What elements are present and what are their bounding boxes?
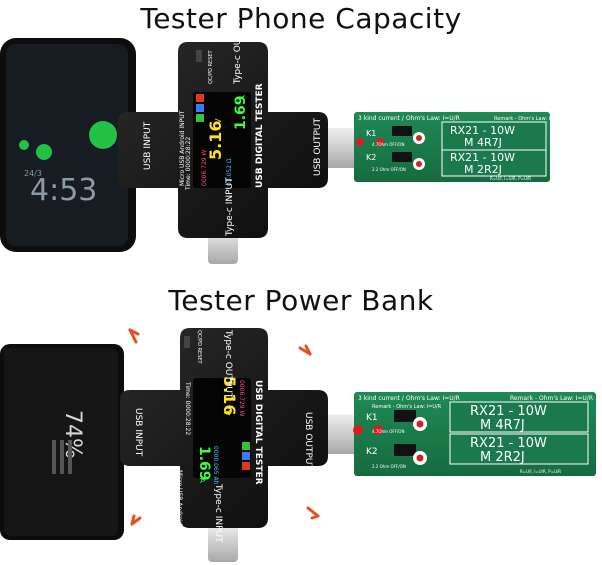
phone-green-dot-large (89, 121, 117, 149)
title-power-bank: Tester Power Bank (168, 284, 434, 317)
title-phone-capacity: Tester Phone Capacity (140, 2, 462, 35)
k1-top: K1 (366, 129, 376, 138)
tester-current: 1.69 (233, 95, 249, 130)
pcb-footer-bottom: R=U/I, I=U/R, P=U/R (520, 469, 561, 474)
phone-green-dot-small (19, 140, 29, 150)
phone-clock: 4:53 (30, 173, 97, 208)
usb-tester-top: 5.16 V 1.69 A 0006.729 W 03.052 Ω USB DI… (118, 15, 356, 264)
phone-green-dot-medium (36, 144, 52, 160)
k2-bottom: K2 (366, 447, 378, 457)
tester-small1-bottom: 0006.729 W (238, 380, 245, 417)
svg-text:A: A (239, 95, 247, 100)
tester-voltage: 5.16 (206, 121, 225, 160)
k1-label-bottom: 4.7Ohm OFF/ON (372, 429, 404, 434)
k2-label-top: 2.2 Ohm OFF/ON (372, 167, 406, 172)
k1-bottom: K1 (366, 413, 378, 423)
powerbank-percent: 74% (60, 410, 85, 459)
res1-line1-top: RX21 - 10W (450, 124, 515, 137)
pcb-header-bottom: 3 kind current / Ohm's Law: I=U/R (358, 395, 460, 402)
label-typec-output: Type-c OUTPUT (233, 15, 243, 85)
k2-label-bottom: 2.2 Ohm OFF/ON (372, 464, 406, 469)
k1-label-top: 4.7Ohm OFF/ON (372, 142, 404, 147)
tester-small3-bottom: 0000.065 Ah (212, 446, 219, 485)
res1-line2-top: M 4R7J (464, 136, 502, 149)
label-usb-output: USB OUTPUT (313, 117, 323, 176)
res2-line1-top: RX21 - 10W (450, 151, 515, 164)
res2-line2-top: M 2R2J (464, 163, 502, 176)
res1-line2-bottom: M 4R7J (480, 418, 525, 433)
power-bank: 74% (0, 344, 124, 540)
tester-small2: 03.052 Ω (226, 158, 233, 186)
label-usb-input-bottom: USB INPUT (133, 408, 143, 457)
pcb-remark-bottom: Remark - Ohm's Law: I=U/R (510, 395, 593, 402)
svg-text:Remark - Ohm's Law: I=U/R: Remark - Ohm's Law: I=U/R (372, 404, 442, 410)
phone: 4:53 24/3 (0, 38, 136, 252)
res2-line2-bottom: M 2R2J (480, 450, 525, 465)
motion-arrows (128, 328, 320, 526)
tester-small1: 0006.729 W (201, 149, 208, 186)
load-board-bottom: 3 kind current / Ohm's Law: I=U/R Remark… (353, 392, 596, 476)
tester-time-bottom: Time: 0000:28:22 (184, 381, 191, 435)
pcb-remark-top: Remark - Ohm's Law: I=U/R (494, 116, 564, 122)
res1-line1-bottom: RX21 - 10W (470, 404, 547, 419)
svg-text:V: V (222, 410, 231, 416)
load-board-top: 3 kind current / Ohm's Law: I=U/R Remark… (354, 112, 564, 182)
label-usb-output-bottom: USB OUTPUT (303, 412, 313, 471)
label-qc-reset: QC/PD RESET (208, 49, 214, 84)
pcb-header-top: 3 kind current / Ohm's Law: I=U/R (358, 115, 460, 122)
label-typec-output-bottom: Type-c OUTPUT (223, 329, 233, 399)
pcb-footer-top: R=U/I, I=U/R, P=U/R (490, 176, 531, 181)
label-usb-input: USB INPUT (143, 121, 153, 170)
label-typec-input: Type-c INPUT (225, 177, 235, 237)
label-qc-reset-bottom: QC/PD RESET (196, 330, 202, 365)
svg-text:A: A (198, 478, 206, 483)
usb-tester-bottom: 5.16 V 1.69 A 0006.729 W 0000.065 Ah USB… (120, 328, 356, 562)
label-micro-usb-bottom: Micro USB Android INPUT (176, 470, 183, 546)
tester-brand-bottom: USB DIGITAL TESTER (253, 380, 263, 485)
label-micro-usb: Micro USB Android INPUT (179, 110, 186, 186)
tester-voltage-bottom: 5.16 (220, 376, 239, 415)
tester-current-bottom: 1.69 (196, 446, 212, 481)
phone-date: 24/3 (24, 169, 42, 178)
svg-text:V: V (214, 118, 223, 124)
tester-brand: USB DIGITAL TESTER (255, 83, 265, 188)
k2-top: K2 (366, 153, 376, 162)
res2-line1-bottom: RX21 - 10W (470, 436, 547, 451)
tester-time: Time: 0000:28:22 (185, 137, 192, 191)
arrow-icon (306, 506, 320, 518)
label-typec-input-bottom: Type-c INPUT (213, 483, 223, 543)
